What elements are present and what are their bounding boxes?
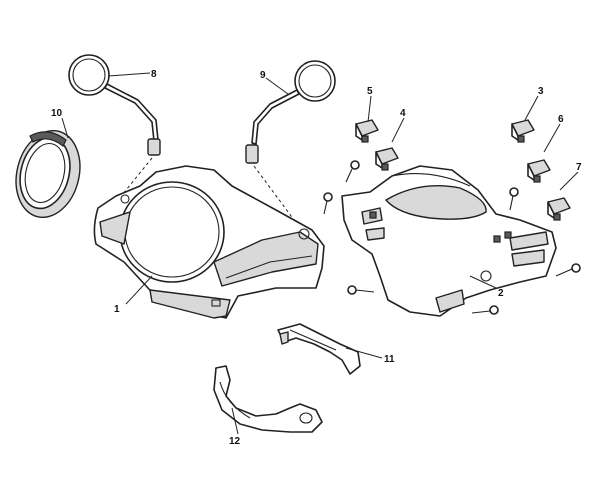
clip-part-4 [375, 147, 399, 171]
callout-1: 1 [114, 304, 120, 315]
callout-3: 3 [538, 86, 544, 97]
left-mirror-part [68, 54, 161, 201]
callout-7: 7 [576, 162, 582, 173]
clip-part-3 [511, 119, 535, 143]
callout-10: 10 [51, 108, 63, 119]
screw-3 [509, 187, 519, 211]
clip-part-6 [527, 159, 551, 183]
screw-1 [345, 160, 360, 183]
right-mirror-part [245, 60, 336, 229]
lower-bracket-part [213, 365, 323, 433]
callout-5: 5 [367, 86, 373, 97]
screw-5 [555, 263, 581, 277]
callout-9: 9 [260, 70, 266, 81]
clip-part-5 [355, 119, 379, 143]
screw-2 [323, 192, 333, 215]
screw-4 [347, 285, 375, 295]
rear-handlebar-cover-part [341, 165, 557, 317]
callout-6: 6 [558, 114, 564, 125]
callout-11: 11 [384, 354, 395, 365]
clip-part-7 [547, 197, 571, 221]
leader-lines [61, 72, 579, 435]
callout-12: 12 [229, 436, 241, 447]
callout-2: 2 [498, 288, 504, 299]
cover-bracket-part [277, 323, 361, 375]
callout-4: 4 [400, 108, 406, 119]
bezel-ring-part [15, 129, 81, 219]
callout-8: 8 [151, 69, 157, 80]
screw-6 [471, 305, 499, 315]
front-handlebar-cover-part [93, 165, 325, 319]
